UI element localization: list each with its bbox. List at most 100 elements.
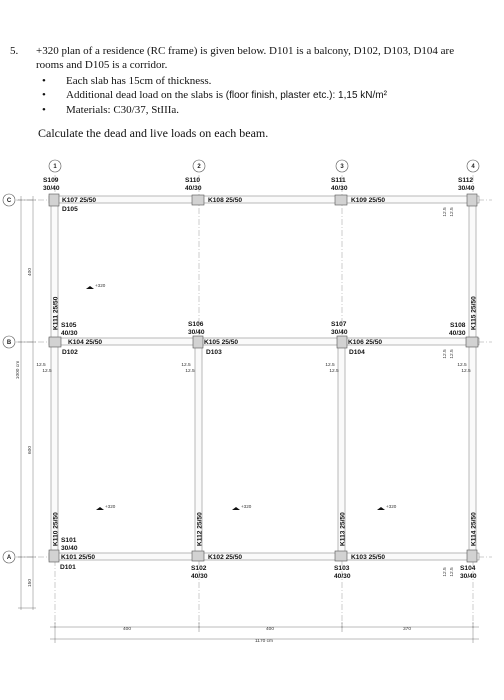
level-mark-icon xyxy=(377,507,385,510)
problem-intro-line1: +320 plan of a residence (RC frame) is g… xyxy=(36,45,455,57)
level-mark-icon xyxy=(96,507,104,510)
beam-label: K115 25/50 xyxy=(471,296,478,330)
column-size: 30/40 xyxy=(43,185,60,192)
column-size: 40/30 xyxy=(449,330,466,337)
beam-label: K103 25/50 xyxy=(351,554,385,561)
axis-label: A xyxy=(7,555,12,561)
beam-label: K109 25/50 xyxy=(351,197,385,204)
beam-label: K111 25/50 xyxy=(53,296,60,330)
column-name: S105 xyxy=(61,322,77,329)
beam-label: K102 25/50 xyxy=(208,554,242,561)
beam-label: K108 25/50 xyxy=(208,197,242,204)
level-mark-icon xyxy=(86,286,94,289)
bottom-dimensions xyxy=(50,622,479,643)
beam-label: K110 25/50 xyxy=(53,512,60,546)
axis-bubbles: 1 2 3 4 C B A xyxy=(2,159,480,564)
column-name: S104 xyxy=(460,565,476,572)
offset-label: 12.5 xyxy=(449,207,455,217)
slab-label: D103 xyxy=(206,349,222,356)
column-size: 40/30 xyxy=(331,185,348,192)
beam-labels-vertical: K111 25/50 K115 25/50 K110 25/50 K112 25… xyxy=(53,296,478,546)
column-size: 30/40 xyxy=(331,329,348,336)
level-mark: +320 xyxy=(386,504,397,509)
column-size: 30/40 xyxy=(188,329,205,336)
column-name: S111 xyxy=(331,177,346,184)
axis-label: 1 xyxy=(53,164,57,170)
axis-label: B xyxy=(7,340,12,346)
offset-label: 12.5 xyxy=(185,368,195,374)
dimension-label: 400 xyxy=(27,268,33,276)
axis-label: 4 xyxy=(471,164,475,170)
column-size: 40/30 xyxy=(191,573,208,580)
column-name: S109 xyxy=(43,177,59,184)
column-name: S101 xyxy=(61,537,77,544)
level-marks: +320 +320 +320 +320 xyxy=(86,283,397,510)
dimension-label: 600 xyxy=(27,446,33,454)
assumption-list: Each slab has 15cm of thickness. Additio… xyxy=(10,74,490,117)
offset-dimensions: 12.5 12.5 12.5 12.5 12.5 12.5 12.5 12.5 … xyxy=(36,207,471,577)
beam-label: K113 25/50 xyxy=(340,512,347,546)
offset-label: 12.5 xyxy=(329,368,339,374)
column-size: 40/30 xyxy=(185,185,202,192)
column-name: S110 xyxy=(185,177,200,184)
offset-label: 12.5 xyxy=(442,349,448,359)
level-mark-icon xyxy=(232,507,240,510)
offset-label: 12.5 xyxy=(36,362,46,368)
column-name: S102 xyxy=(191,565,207,572)
dimension-label: 400 xyxy=(123,626,131,632)
slab-label: D105 xyxy=(62,206,78,213)
dimension-label: 150 xyxy=(27,579,33,587)
slab-label: D101 xyxy=(60,564,76,571)
column-name: S108 xyxy=(450,322,466,329)
beam-label: K105 25/50 xyxy=(204,339,238,346)
assumption-item: Each slab has 15cm of thickness. xyxy=(10,74,490,88)
beam-label: K112 25/50 xyxy=(197,512,204,546)
slab-label: D102 xyxy=(62,349,78,356)
offset-label: 12.5 xyxy=(442,567,448,577)
column-size: 30/40 xyxy=(61,545,78,552)
slab-label: D104 xyxy=(349,349,365,356)
offset-label: 12.5 xyxy=(457,362,467,368)
problem-number: 5. xyxy=(10,45,19,57)
axis-label: 3 xyxy=(340,164,344,170)
axis-label: C xyxy=(7,198,12,204)
problem-intro-line2: rooms and D105 is a corridor. xyxy=(36,59,168,71)
dimension-total-label: 1000 cm xyxy=(15,361,21,379)
beam-label: K107 25/50 xyxy=(62,197,96,204)
offset-label: 12.5 xyxy=(461,368,471,374)
problem-statement: 5. +320 plan of a residence (RC frame) is… xyxy=(10,44,490,117)
column-size: 30/40 xyxy=(460,573,477,580)
offset-label: 12.5 xyxy=(181,362,191,368)
assumption-item: Additional dead load on the slabs is (fl… xyxy=(10,88,490,103)
column-name: S112 xyxy=(458,177,473,184)
dimension-total-label: 1170 cm xyxy=(255,638,273,644)
left-dimensions xyxy=(18,196,36,610)
column-labels: S109 30/40 S110 40/30 S111 40/30 S112 30… xyxy=(43,177,477,580)
assumption-item: Materials: C30/37, StIIIa. xyxy=(10,103,490,117)
offset-label: 12.5 xyxy=(42,368,52,374)
dimension-label: 370 xyxy=(403,626,411,632)
beam-label: K114 25/50 xyxy=(471,512,478,546)
offset-label: 12.5 xyxy=(442,207,448,217)
level-mark: +320 xyxy=(241,504,252,509)
offset-label: 12.5 xyxy=(449,349,455,359)
beam-label: K104 25/50 xyxy=(68,339,102,346)
beam-label: K106 25/50 xyxy=(348,339,382,346)
axis-label: 2 xyxy=(197,164,201,170)
level-mark: +320 xyxy=(95,283,106,288)
column-size: 40/30 xyxy=(334,573,351,580)
column-name: S107 xyxy=(331,321,347,328)
column-name: S103 xyxy=(334,565,350,572)
column-name: S106 xyxy=(188,321,204,328)
beam-label: K101 25/50 xyxy=(61,554,95,561)
offset-label: 12.5 xyxy=(325,362,335,368)
column-size: 40/30 xyxy=(61,330,78,337)
beam-labels-horizontal: K107 25/50 K108 25/50 K109 25/50 K104 25… xyxy=(61,197,385,561)
column-size: 30/40 xyxy=(458,185,475,192)
offset-label: 12.5 xyxy=(449,567,455,577)
columns xyxy=(48,193,479,563)
slab-labels: D105 D102 D103 D104 D101 xyxy=(60,206,365,571)
level-mark: +320 xyxy=(105,504,116,509)
question-text: Calculate the dead and live loads on eac… xyxy=(38,126,269,140)
